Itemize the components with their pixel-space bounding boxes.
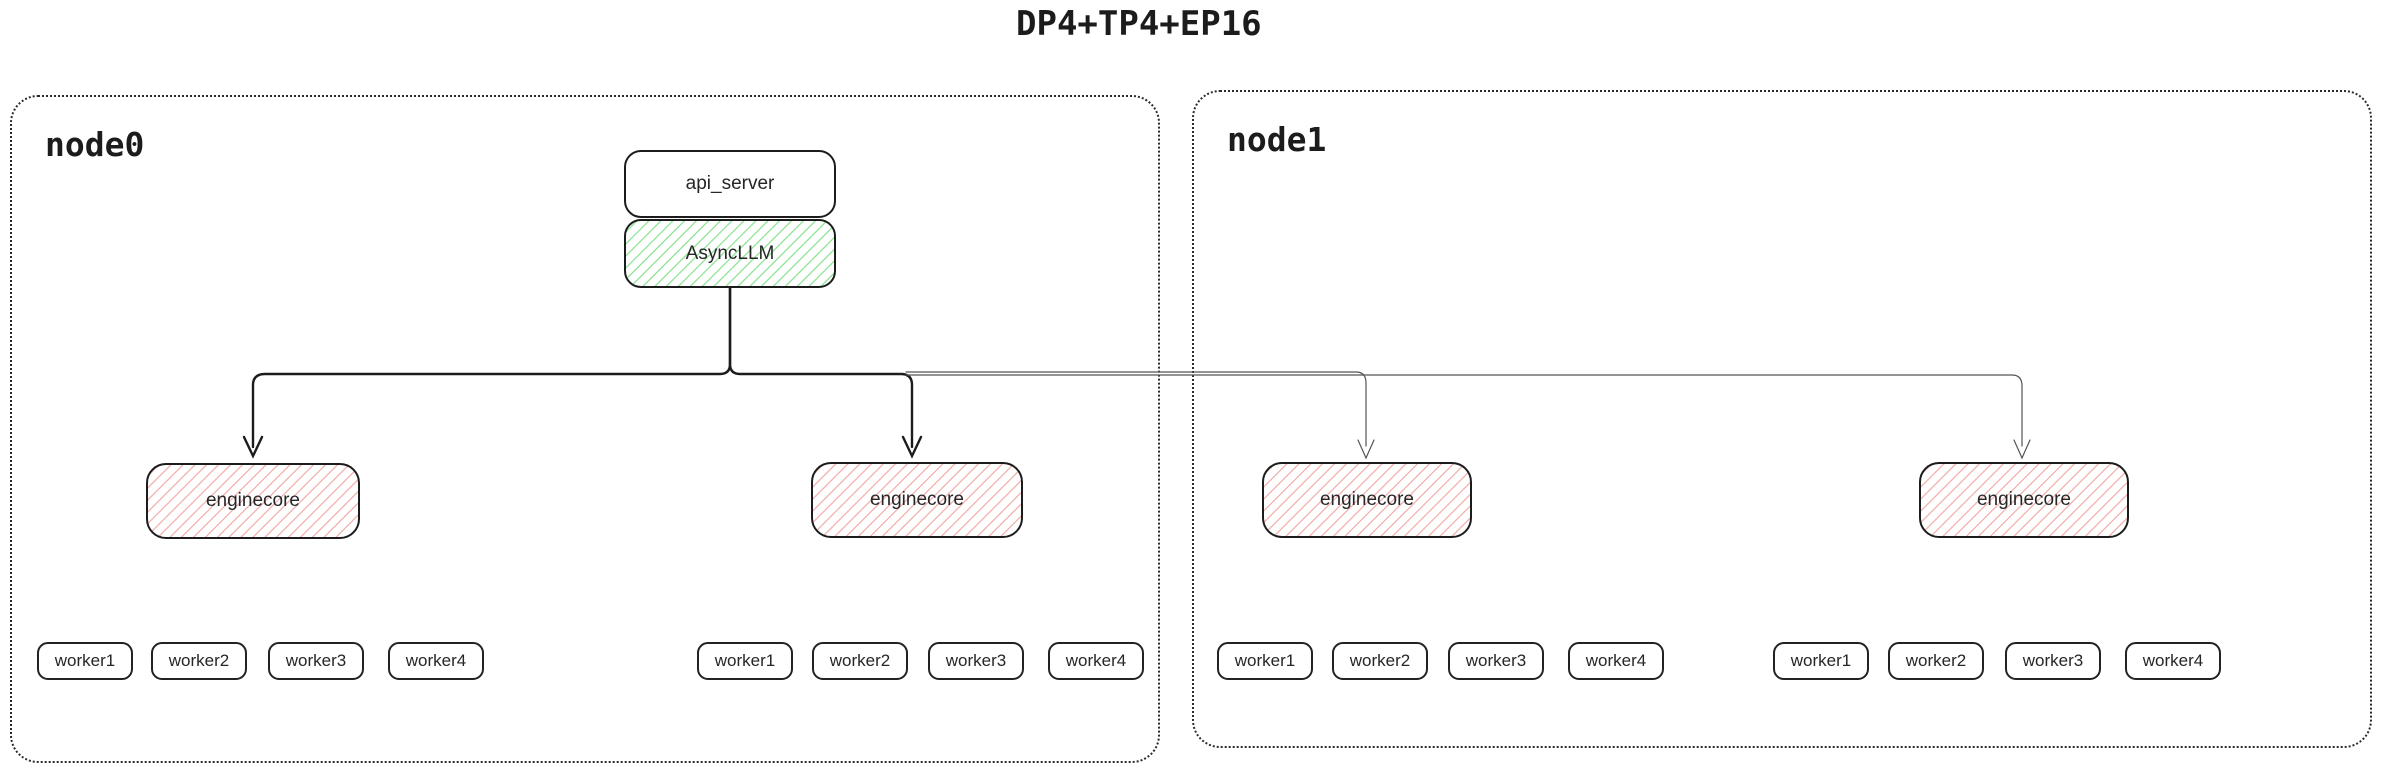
worker-box: worker3 <box>268 642 364 680</box>
enginecore-box-2: enginecore <box>811 462 1023 538</box>
enginecore-label: enginecore <box>1319 489 1415 510</box>
worker-box: worker1 <box>37 642 133 680</box>
asyncllm-label: AsyncLLM <box>685 242 775 264</box>
diagram-title: DP4+TP4+EP16 <box>1016 4 1262 44</box>
worker-box: worker2 <box>1888 642 1984 680</box>
enginecore-box-3: enginecore <box>1262 462 1472 538</box>
enginecore-box-4: enginecore <box>1919 462 2129 538</box>
worker-box: worker2 <box>151 642 247 680</box>
worker-box: worker1 <box>1773 642 1869 680</box>
asyncllm-box: AsyncLLM <box>624 219 836 288</box>
worker-box: worker4 <box>1568 642 1664 680</box>
node0-label: node0 <box>45 125 145 164</box>
worker-box: worker2 <box>812 642 908 680</box>
enginecore-box-1: enginecore <box>146 463 360 539</box>
worker-box: worker4 <box>1048 642 1144 680</box>
enginecore-label: enginecore <box>205 490 301 511</box>
worker-box: worker3 <box>1448 642 1544 680</box>
api-server-box: api_server <box>624 150 836 218</box>
node1-label: node1 <box>1227 120 1327 159</box>
enginecore-label: enginecore <box>1976 489 2072 510</box>
worker-box: worker3 <box>928 642 1024 680</box>
worker-box: worker1 <box>1217 642 1313 680</box>
worker-box: worker4 <box>388 642 484 680</box>
worker-box: worker2 <box>1332 642 1428 680</box>
worker-box: worker3 <box>2005 642 2101 680</box>
worker-box: worker4 <box>2125 642 2221 680</box>
enginecore-label: enginecore <box>869 489 965 510</box>
api-server-label: api_server <box>685 173 775 194</box>
worker-box: worker1 <box>697 642 793 680</box>
